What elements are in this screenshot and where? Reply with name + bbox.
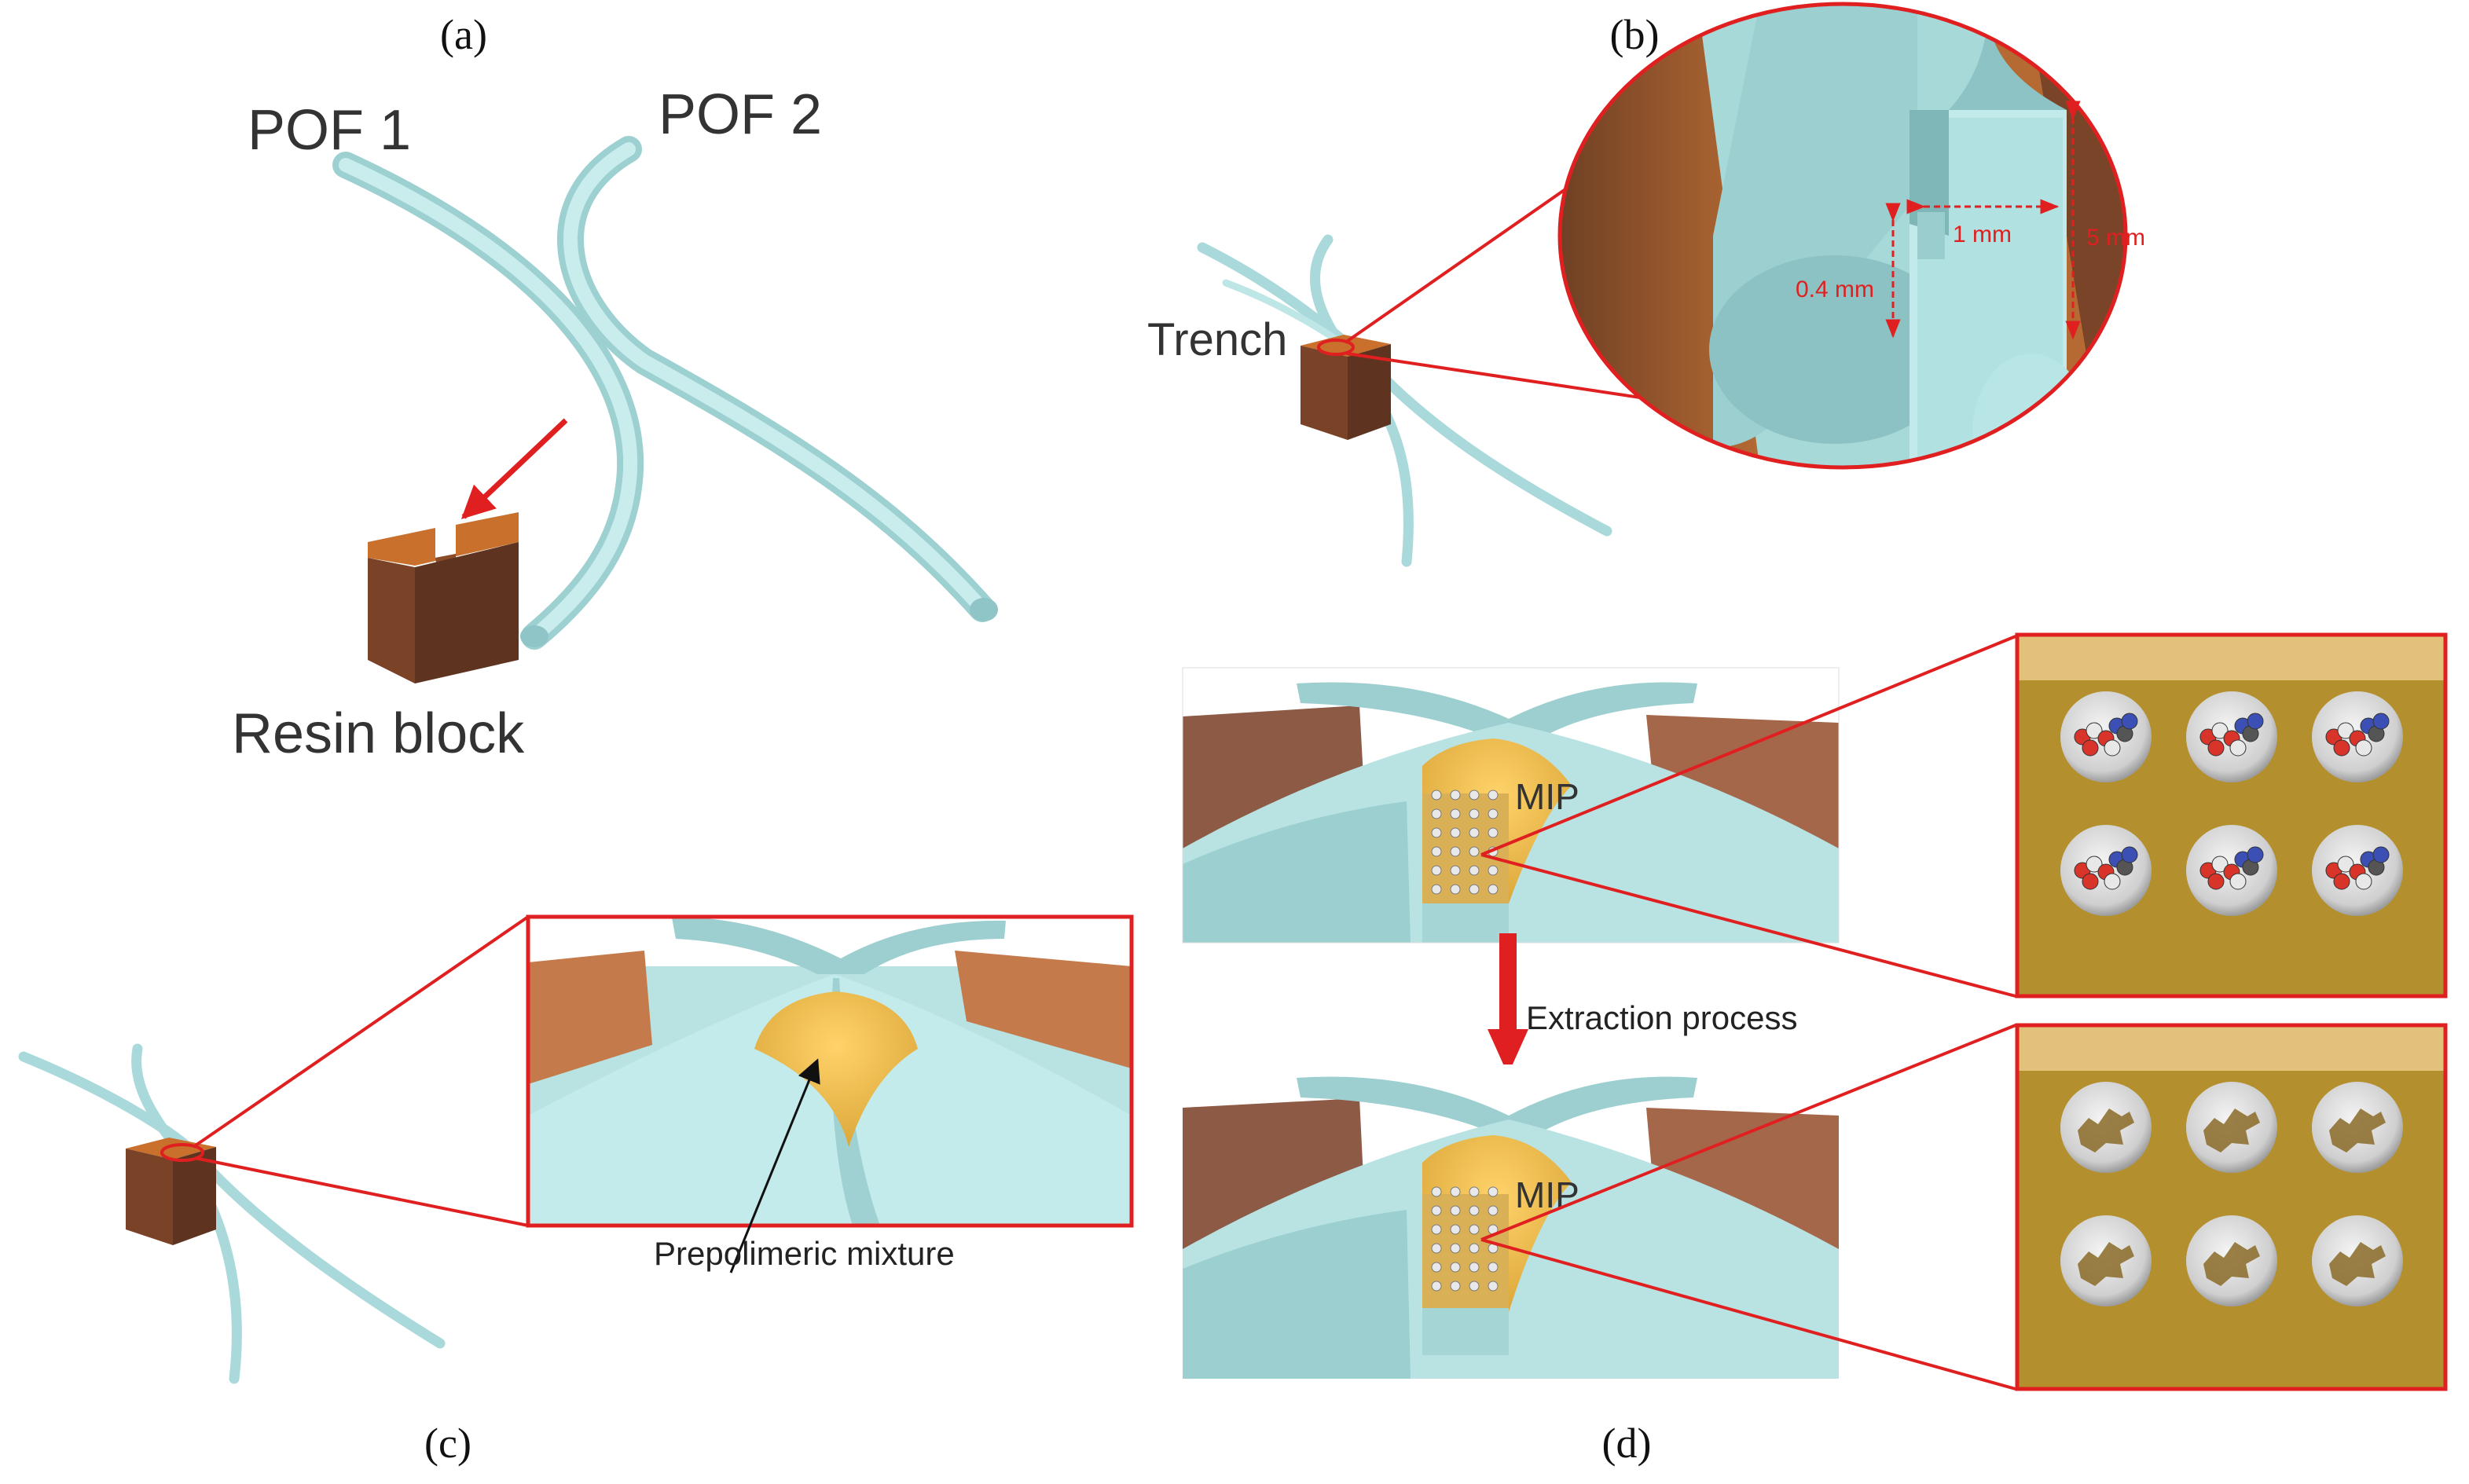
panel-b: 1 mm 0.4 mm 5 mm (b) Trench [1147, 2, 2145, 567]
trench-zoom: 1 mm 0.4 mm 5 mm [1557, 2, 2145, 470]
panel-c: Prepolimeric mixture (c) [18, 914, 1134, 1467]
imprint-shape [2329, 1242, 2386, 1286]
mip-cavity-dot [1469, 846, 1480, 857]
panel-d-label: (d) [1602, 1420, 1652, 1467]
mip-cavity-dot [1431, 1262, 1442, 1273]
mip-cavity-dot [1469, 1186, 1480, 1197]
mip-cavity-dot [1450, 790, 1461, 801]
mip-cavity-dot [1431, 790, 1442, 801]
mip-cavity-dot [1469, 1281, 1480, 1292]
template-molecule [2074, 846, 2138, 890]
mip-cavity-dot [1469, 1262, 1480, 1273]
mip-cavity-dot [1450, 846, 1461, 857]
panel-d: MIP Extraction process MIP [1182, 632, 2448, 1467]
imprint-shape [2078, 1108, 2134, 1152]
mip-cavity-dot [1431, 884, 1442, 895]
template-molecule [2074, 713, 2138, 757]
mip-cavity-dot [1431, 846, 1442, 857]
mip-cavity-dot [1431, 808, 1442, 819]
mip-label-bottom: MIP [1515, 1174, 1579, 1215]
extraction-label: Extraction process [1526, 999, 1797, 1036]
mip-cavity-dot [1450, 1262, 1461, 1273]
mip-cavity-dot [1488, 827, 1499, 838]
mip-cavity-dot [1450, 1205, 1461, 1216]
trench-label: Trench [1147, 314, 1287, 365]
mip-cavity-dot [1488, 1186, 1499, 1197]
mip-cavity-dot [1488, 1205, 1499, 1216]
mip-cavity-dot [1469, 884, 1480, 895]
mip-cavity-dot [1469, 865, 1480, 876]
mip-cavity-dot [1431, 865, 1442, 876]
mixture-pointer [729, 1058, 820, 1273]
mip-cavity-dot [1450, 1224, 1461, 1235]
zoom-marker-c [160, 1143, 204, 1162]
mip-cavity-grid-top [1431, 790, 1499, 895]
imprint-shape [2078, 1242, 2134, 1286]
cavity-inset-filled [2015, 632, 2448, 998]
prepolymer-drop [754, 991, 918, 1147]
zoom-marker-b [1317, 339, 1355, 356]
mip-label-top: MIP [1515, 776, 1579, 817]
mip-cavity-dot [1450, 1186, 1461, 1197]
mip-cavity-dot [1450, 808, 1461, 819]
mip-cavity-dot [1488, 808, 1499, 819]
dim-depth-label: 0.4 mm [1796, 277, 1874, 302]
pof2-label: POF 2 [659, 83, 822, 146]
mip-cavity-dot [1450, 865, 1461, 876]
mip-cavity-dot [1450, 1243, 1461, 1254]
mip-cavity-dot [1488, 1262, 1499, 1273]
resin-block [368, 512, 519, 683]
mip-cavity-dot [1450, 884, 1461, 895]
dim-length-label: 5 mm [2086, 225, 2145, 251]
mip-cavity-dot [1431, 1281, 1442, 1292]
mip-cavity-dot [1431, 1243, 1442, 1254]
mixture-zoom [526, 914, 1134, 1228]
imprint-shape [2329, 1108, 2386, 1152]
mip-cavity-dot [1488, 1281, 1499, 1292]
panel-c-label: (c) [424, 1420, 471, 1467]
imprint-shape [2203, 1108, 2260, 1152]
template-molecule [2199, 846, 2264, 890]
cavity-inset-empty [2015, 1023, 2448, 1391]
mip-cavity-dot [1431, 1186, 1442, 1197]
mip-cavity-dot [1469, 1205, 1480, 1216]
small-fiber-assembly-c [18, 1043, 446, 1384]
dim-width-label: 1 mm [1953, 222, 2012, 247]
imprint-shape [2203, 1242, 2260, 1286]
template-molecule [2199, 713, 2264, 757]
mip-cavity-dot [1431, 827, 1442, 838]
small-fiber-assembly-b [1197, 234, 1612, 567]
mip-cavity-dot [1431, 1224, 1442, 1235]
insert-arrow [460, 418, 568, 519]
mip-cavity-dot [1488, 865, 1499, 876]
mip-scene-bottom: MIP [1183, 1064, 1839, 1379]
template-molecule [2325, 846, 2390, 890]
mip-cavity-dot [1450, 827, 1461, 838]
panel-a: (a) POF 1 POF 2 Resin block [232, 11, 998, 765]
mip-cavity-dot [1469, 790, 1480, 801]
mip-cavity-dot [1469, 808, 1480, 819]
mip-cavity-dot [1488, 790, 1499, 801]
mip-cavity-dot [1488, 884, 1499, 895]
mip-cavity-dot [1469, 1224, 1480, 1235]
extraction-arrow-head [1488, 1029, 1528, 1075]
mip-cavity-dot [1469, 1243, 1480, 1254]
extraction-arrow-shaft [1499, 933, 1517, 1031]
mip-cavity-grid-bottom [1431, 1186, 1499, 1292]
mip-scene-top: MIP [1182, 667, 1840, 944]
panel-b-label: (b) [1610, 11, 1660, 58]
mip-cavity-dot [1450, 1281, 1461, 1292]
mip-cavity-dot [1469, 827, 1480, 838]
panel-a-label: (a) [440, 11, 487, 58]
mip-cavity-dot [1431, 1205, 1442, 1216]
mixture-label: Prepolimeric mixture [654, 1235, 955, 1272]
resin-block-label: Resin block [232, 702, 525, 765]
pof1-label: POF 1 [248, 99, 411, 162]
template-molecule [2325, 713, 2390, 757]
